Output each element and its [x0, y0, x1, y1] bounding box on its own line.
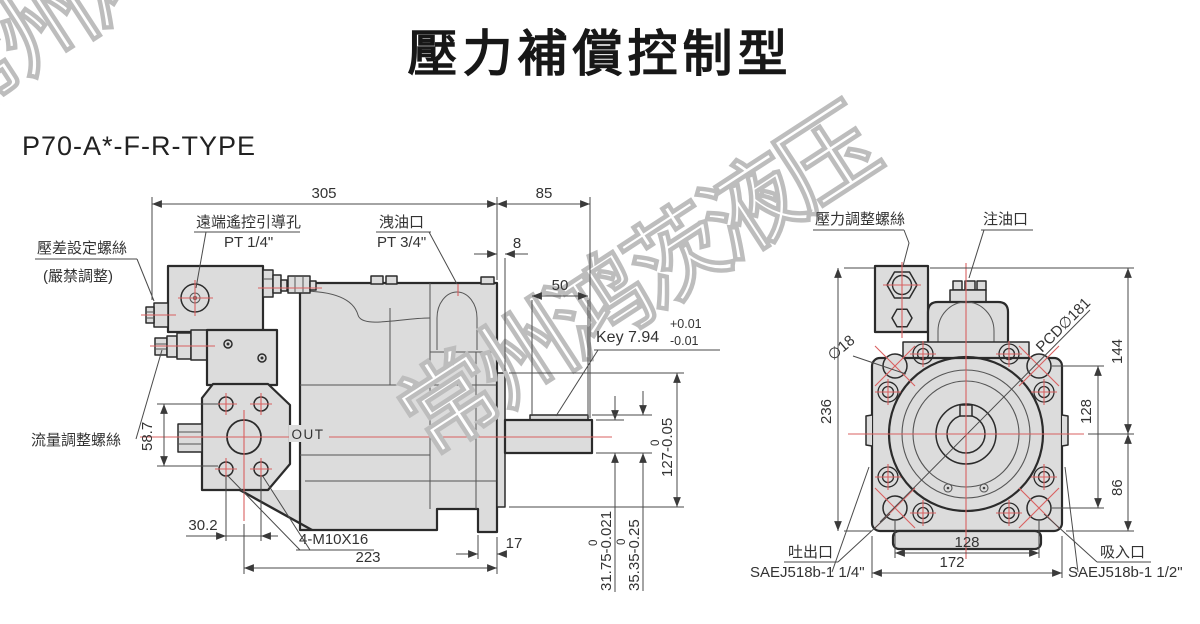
- label-hole-dia: ∅18: [825, 332, 859, 364]
- label-mounting-thread: 4-M10X16: [299, 531, 368, 548]
- label-pressure-diff-note: (嚴禁調整): [43, 268, 113, 285]
- label-inlet-port-size: SAEJ518b-1 1/2": [1068, 564, 1183, 581]
- side-view-drawing: [140, 264, 612, 534]
- label-drain-port-size: PT 3/4": [377, 234, 426, 251]
- page-title: 壓力補償控制型: [407, 25, 793, 83]
- label-pressure-adjust-screw: 壓力調整螺絲: [815, 211, 905, 228]
- dim-key-tol-upper: +0.01: [670, 317, 702, 331]
- dim-hole-spacing-h: 30.2: [188, 517, 217, 534]
- label-oil-fill-port: 注油口: [983, 211, 1028, 228]
- dim-key-height-tol: 0: [616, 539, 628, 545]
- label-inlet-port: 吸入口: [1100, 544, 1145, 561]
- dim-rear-step: 17: [506, 535, 523, 552]
- dim-overall-height: 236: [818, 399, 835, 424]
- dim-pilot-depth: 8: [513, 235, 521, 252]
- dim-key-tol-lower: -0.01: [670, 334, 699, 348]
- label-remote-pilot-size: PT 1/4": [224, 234, 273, 251]
- label-pitch-circle: PCD∅181: [1033, 294, 1094, 355]
- watermark-text-corner: 常州鸿茨液压: [0, 0, 418, 145]
- dim-overall-length: 305: [311, 185, 336, 202]
- label-pressure-diff-screw: 壓差設定螺絲: [37, 240, 127, 257]
- label-outlet-port-size: SAEJ518b-1 1/4": [750, 564, 865, 581]
- dim-overall-width: 172: [939, 554, 964, 571]
- dim-key-height: 35.35-0.25: [626, 519, 643, 591]
- dim-body-length: 223: [355, 549, 380, 566]
- dim-pilot-dia: 127-0.05: [659, 418, 676, 477]
- dim-shaft-dia: 31.75-0.021: [598, 511, 615, 591]
- dim-key-length: 50: [552, 277, 569, 294]
- dim-bolt-spacing-h: 128: [954, 534, 979, 551]
- label-drain-port: 洩油口: [379, 214, 424, 231]
- dim-bolt-spacing-v: 128: [1078, 399, 1095, 424]
- side-view-annotations: 305 85 8 50 Key 7.94 +0.01 -0.01: [31, 185, 720, 592]
- dim-top-to-center: 144: [1109, 339, 1126, 364]
- label-outlet-port: 吐出口: [788, 544, 833, 561]
- dim-hole-spacing-v: 58.7: [139, 422, 156, 451]
- watermark: 常州鸿茨液压 常州鸿茨液压: [0, 0, 898, 478]
- label-out-port: OUT: [292, 427, 325, 442]
- model-code: P70-A*-F-R-TYPE: [22, 131, 257, 161]
- out-label-bg: [289, 425, 329, 442]
- dim-key-spec: Key 7.94: [596, 329, 659, 346]
- pcd-bolt-circles: [875, 341, 1057, 526]
- label-flow-adjust-screw: 流量調整螺絲: [31, 432, 121, 449]
- flange-bolt-holes: [215, 393, 272, 480]
- dim-shaft-extension: 85: [536, 185, 553, 202]
- dim-pilot-dia-tol: 0: [650, 440, 662, 446]
- label-remote-pilot-port: 遠端遙控引導孔: [196, 214, 301, 231]
- dim-center-to-bottom: 86: [1109, 479, 1126, 496]
- dim-shaft-dia-tol: 0: [588, 540, 600, 546]
- front-view-drawing: [848, 262, 1091, 559]
